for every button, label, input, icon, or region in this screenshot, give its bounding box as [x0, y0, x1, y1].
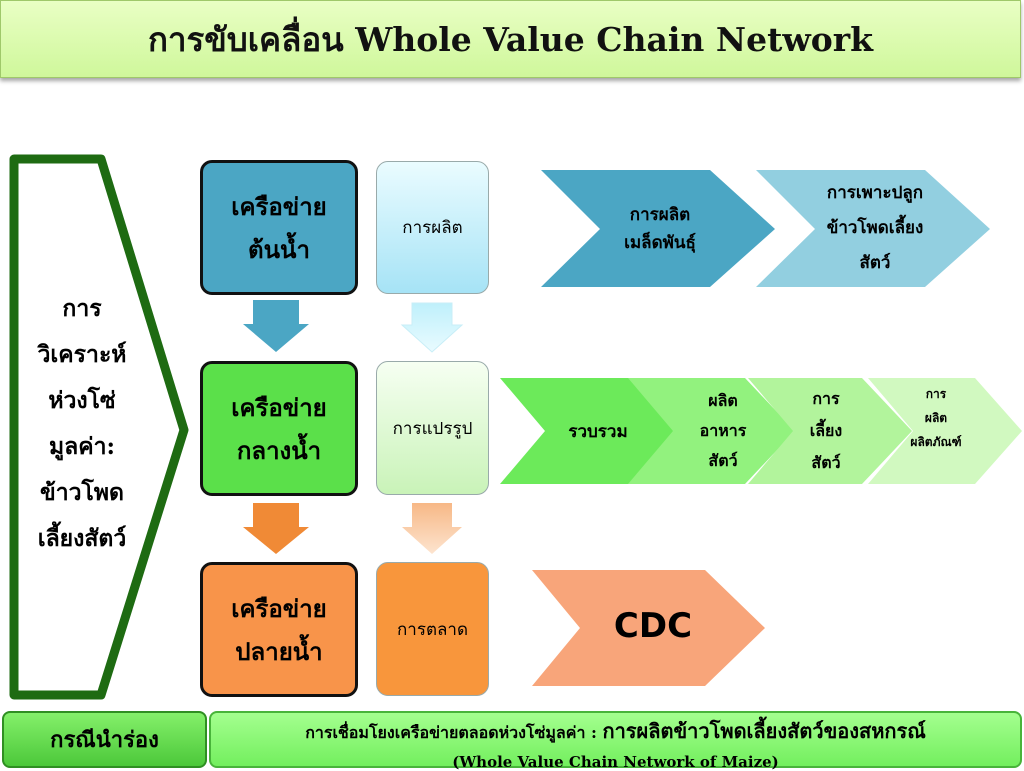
chevron-maize-cultivation [756, 170, 990, 287]
case-label: กรณีนำร่อง [50, 727, 159, 753]
title-bar: การขับเคลื่อน Whole Value Chain Network [0, 0, 1021, 78]
chevron-cdc [532, 570, 765, 686]
side-chevron-frame [9, 154, 189, 700]
down-arrow-production [400, 302, 464, 353]
case-label-box: กรณีนำร่อง [2, 711, 207, 768]
network-midstream-box: เครือข่าย กลางน้ำ [200, 361, 358, 496]
chevron-feed-production-label: ผลิต อาหาร สัตว์ [699, 391, 747, 470]
page-title: การขับเคลื่อน Whole Value Chain Network [148, 19, 873, 59]
side-label-value-chain-analysis: การ วิเคราะห์ ห่วงโซ่ มูลค่า: ข้าวโพด เล… [37, 295, 127, 552]
chevron-maize-cultivation-label: การเพาะปลูก ข้าวโพดเลี้ยง สัตว์ [826, 182, 924, 273]
caption-line-1-big: การผลิตข้าวโพดเลี้ยงสัตว์ของสหกรณ์ [602, 719, 926, 743]
chevron-product-production [868, 378, 1022, 484]
caption-line-1-small: การเชื่อมโยงเครือข่ายตลอดห่วงโซ่มูลค่า : [305, 723, 603, 742]
caption-line-1: การเชื่อมโยงเครือข่ายตลอดห่วงโซ่มูลค่า :… [211, 715, 1020, 747]
process-production-box: การผลิต [376, 161, 489, 294]
chevron-cdc-label: CDC [613, 606, 693, 646]
process-marketing-box: การตลาด [376, 562, 489, 696]
chevron-seed-production-label: การผลิต เมล็ดพันธุ์ [624, 205, 696, 253]
network-upstream-box: เครือข่าย ต้นน้ำ [200, 160, 358, 295]
network-downstream-box: เครือข่าย ปลายน้ำ [200, 562, 358, 697]
bottom-caption-box: การเชื่อมโยงเครือข่ายตลอดห่วงโซ่มูลค่า :… [209, 711, 1022, 771]
down-arrow-processing [402, 503, 462, 554]
chevron-animal-raising-label: การ เลี้ยง สัตว์ [809, 389, 843, 472]
chevron-product-production-label: การ ผลิต ผลิตภัณฑ์ [910, 387, 962, 449]
down-arrow-midstream [243, 503, 309, 554]
chevron-animal-raising [748, 378, 912, 484]
chevron-collection-label: รวบรวม [568, 421, 628, 442]
caption-line-2: (Whole Value Chain Network of Maize) [452, 753, 779, 771]
chevron-seed-production [541, 170, 775, 287]
down-arrow-upstream [243, 300, 309, 352]
chevron-feed-production [628, 378, 795, 484]
process-processing-box: การแปรรูป [376, 361, 489, 495]
